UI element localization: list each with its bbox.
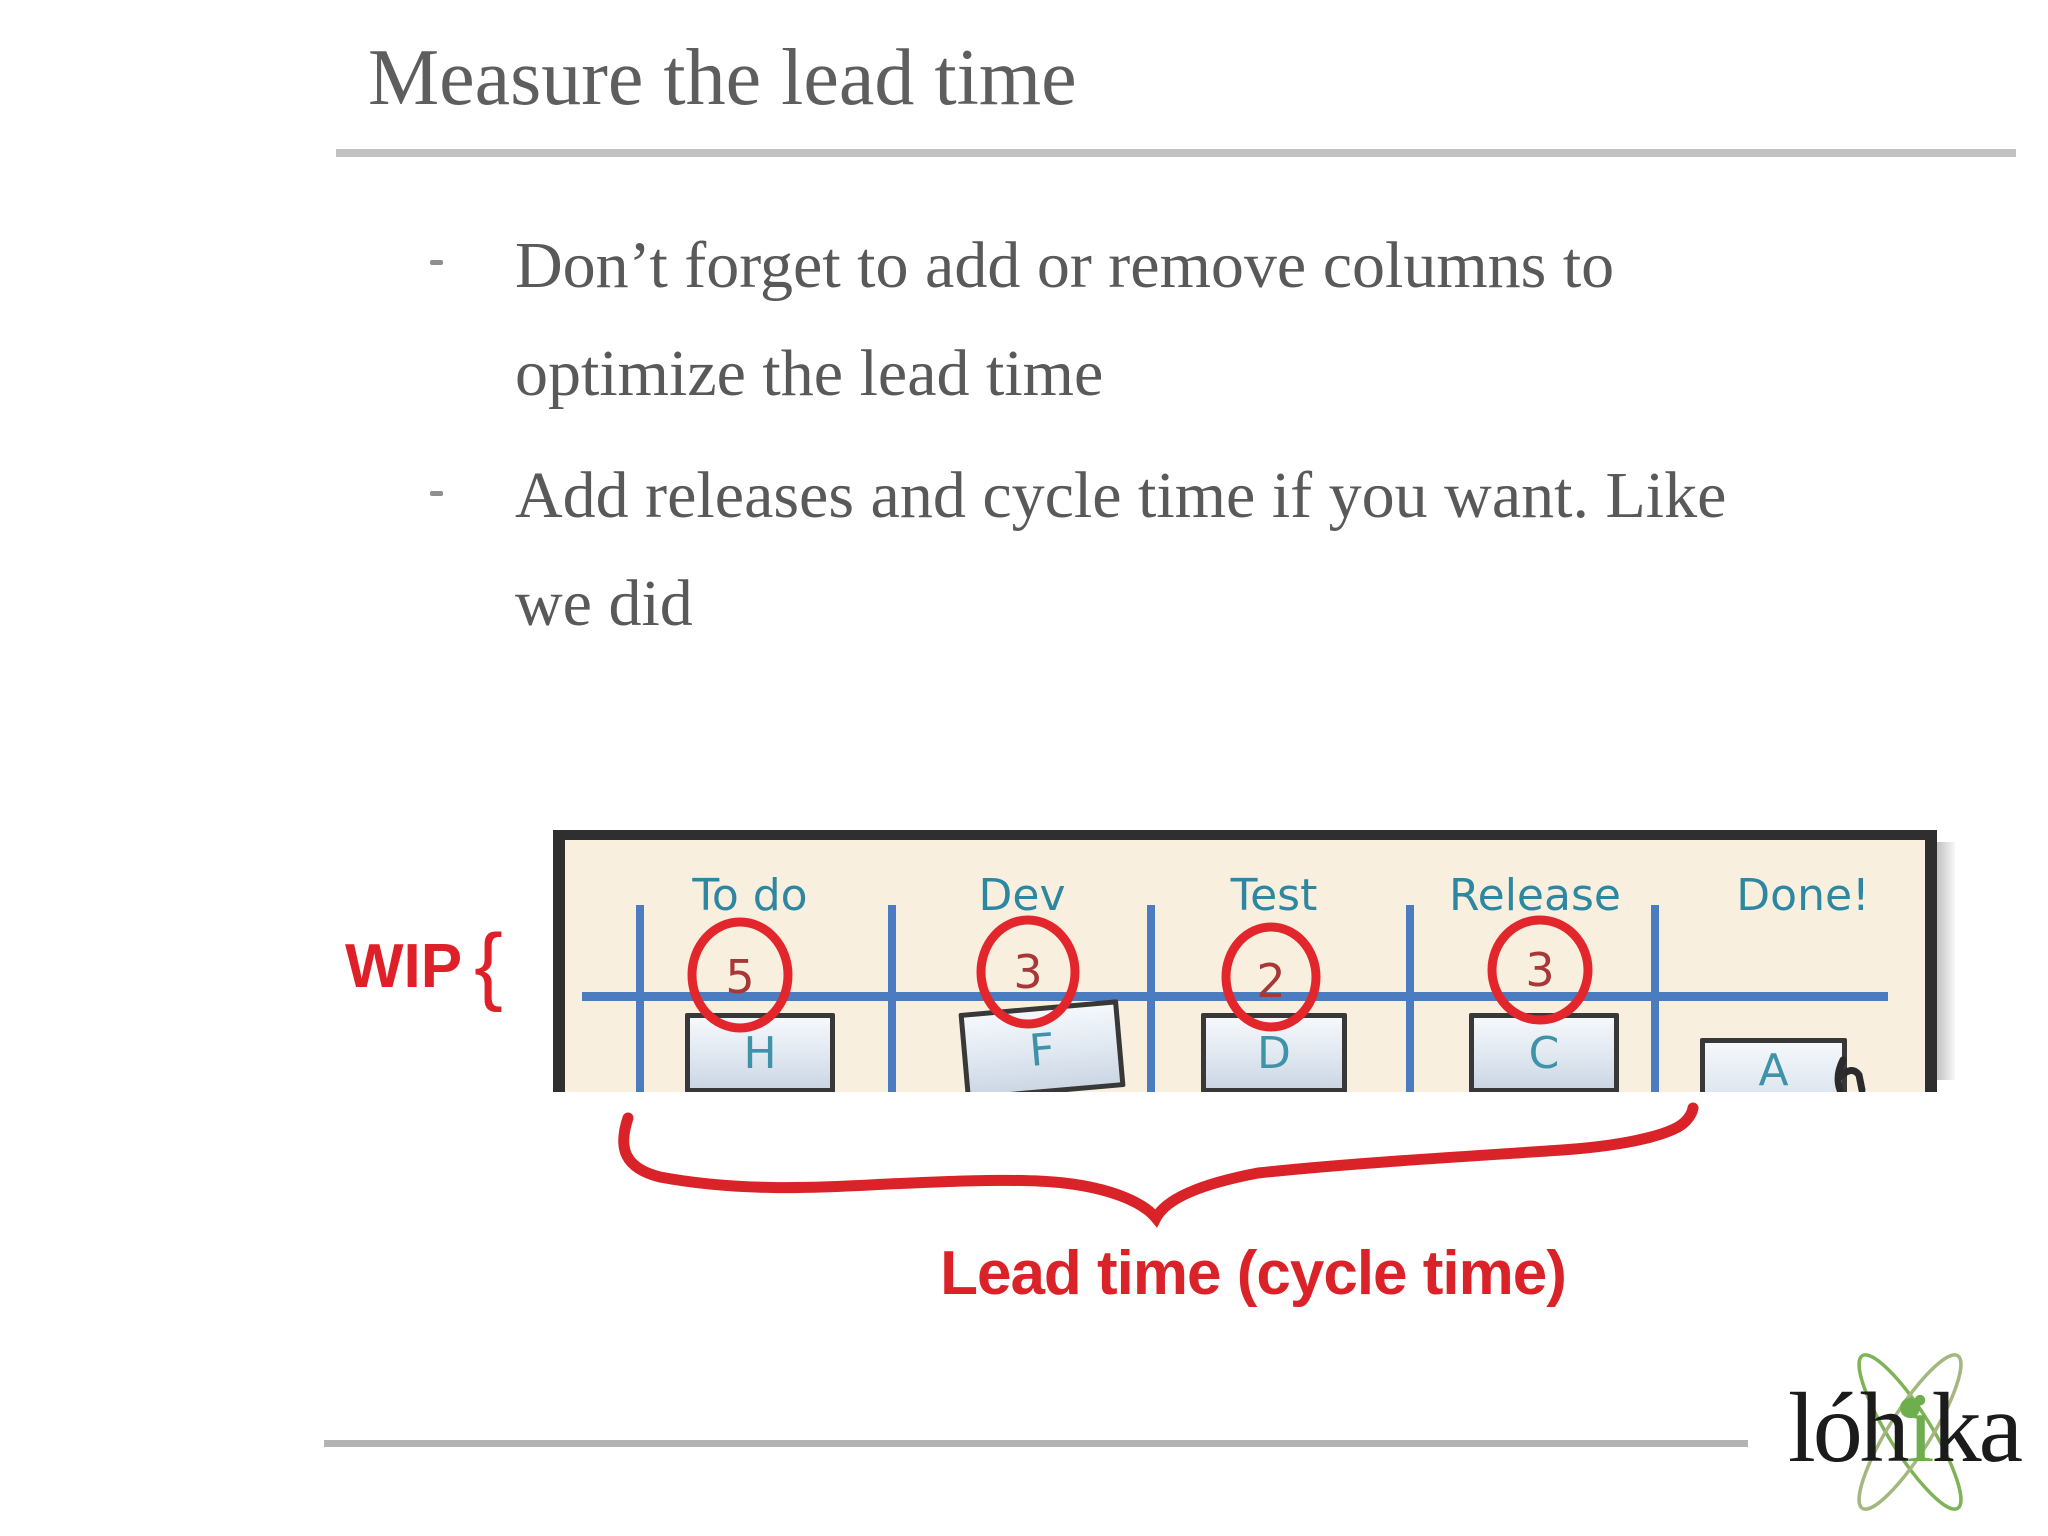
- bullet-item: Add releases and cycle time if you want.…: [515, 442, 1915, 658]
- wip-limit-circle: [687, 917, 793, 1033]
- wip-limit-value: 2: [1256, 954, 1286, 1008]
- bullet-line: Add releases and cycle time if you want.…: [515, 459, 1727, 532]
- logo-accent-letter: i: [1906, 1372, 1935, 1483]
- bullet-line: we did: [515, 567, 693, 640]
- card-letter: H: [743, 1027, 777, 1079]
- wip-label-text: WIP: [345, 932, 463, 1001]
- wip-limit-circle: [1487, 915, 1593, 1025]
- card-letter: A: [1758, 1045, 1789, 1092]
- wip-limit-value: 3: [1013, 945, 1043, 999]
- slide-title: Measure the lead time: [368, 34, 1077, 122]
- column-header-release: Release: [1449, 870, 1621, 921]
- bullet-item: Don’t forget to add or remove columns to…: [515, 212, 1915, 428]
- column-header-todo: To do: [692, 870, 808, 921]
- lead-time-brace-icon: [618, 1102, 1699, 1228]
- logo-text: lóhika: [1788, 1372, 2023, 1483]
- title-underline: [336, 149, 2016, 157]
- wip-limit-circle: [976, 915, 1080, 1029]
- board-shadow: [1937, 842, 1955, 1080]
- card-letter: C: [1528, 1027, 1560, 1079]
- column-header-dev: Dev: [978, 870, 1066, 921]
- wip-limit-circle: [1221, 922, 1321, 1032]
- bullet-line: Don’t forget to add or remove columns to: [515, 229, 1615, 302]
- logo-i-dot: [1900, 1398, 1920, 1418]
- column-header-done: Done!: [1736, 870, 1870, 921]
- kanban-board-image: To do Dev Test Release Done! H F D C A 5…: [553, 830, 1937, 1092]
- wip-limit-value: 3: [1525, 943, 1555, 997]
- board-top-border: [553, 830, 1937, 840]
- bullet-line: optimize the lead time: [515, 337, 1104, 410]
- bullet-dash-icon: [430, 260, 443, 265]
- bullet-dash-icon: [430, 491, 443, 496]
- footer-divider: [324, 1440, 1748, 1447]
- wip-label-brace: {: [474, 917, 503, 1013]
- card-corner-mark: [1834, 1056, 1866, 1092]
- lead-time-caption: Lead time (cycle time): [940, 1239, 1567, 1308]
- wip-row-line: [582, 992, 1888, 1001]
- kanban-card: A: [1700, 1038, 1847, 1092]
- kanban-card: D: [1201, 1013, 1347, 1092]
- column-header-test: Test: [1230, 870, 1318, 921]
- wip-circles-layer: [687, 915, 1866, 1092]
- card-letter: D: [1257, 1027, 1291, 1079]
- wip-limit-value: 5: [725, 950, 755, 1004]
- logo-orbits-icon: [1857, 1353, 1963, 1511]
- wip-label: WIP {: [345, 922, 503, 1008]
- board-right-border: [1925, 830, 1937, 1092]
- board-left-border: [553, 830, 565, 1092]
